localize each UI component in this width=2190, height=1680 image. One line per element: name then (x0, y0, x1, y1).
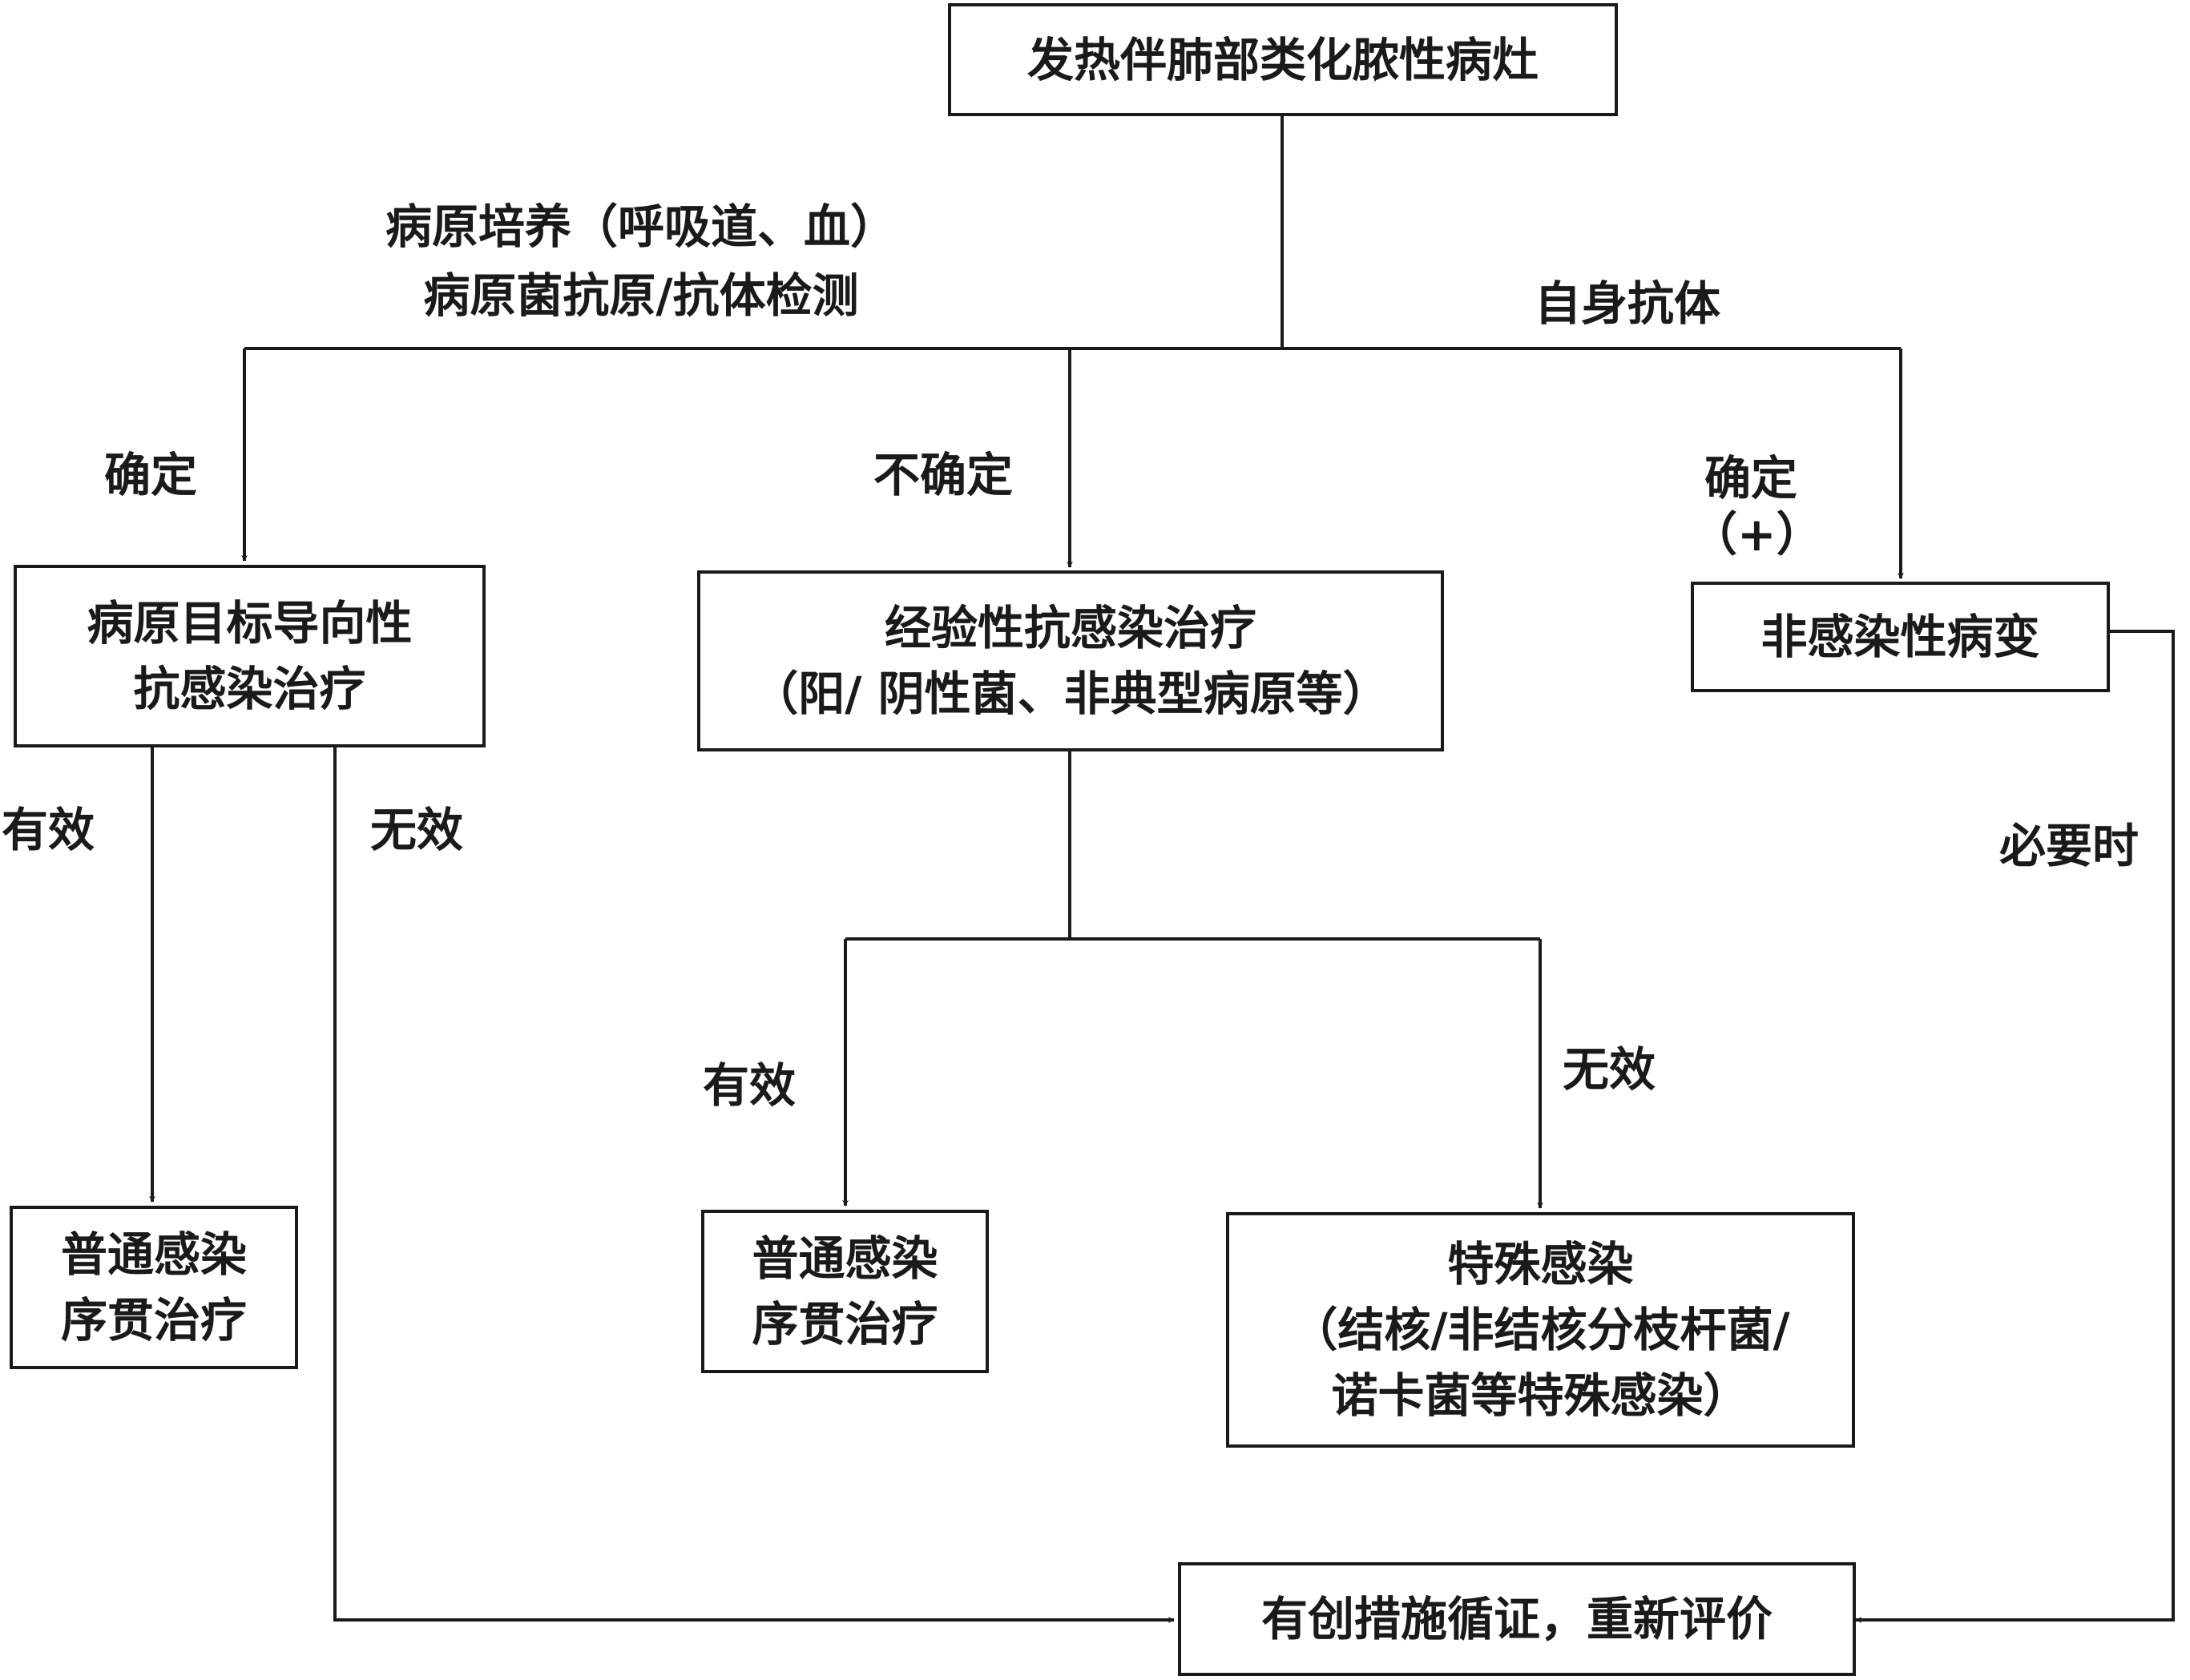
label-confirmed-left: 确定 (104, 441, 197, 510)
node-root: 发热伴肺部类化脓性病灶 (948, 3, 1618, 116)
node-special-line1: 特殊感染 (1447, 1237, 1634, 1291)
label-autoantibody: 自身抗体 (1535, 269, 1720, 338)
edge-targeted-ineffective (333, 747, 1175, 1623)
node-general-mid-line1: 普通感染 (752, 1231, 938, 1286)
label-tests-line2: 病原菌抗原/抗体检测 (423, 268, 859, 323)
node-noninfectious-text: 非感染性病变 (1760, 610, 2040, 664)
node-root-text: 发热伴肺部类化脓性病灶 (1026, 32, 1539, 87)
node-targeted-line1: 病原目标导向性 (87, 596, 413, 651)
label-uncertain: 不确定 (873, 441, 1013, 510)
node-general-left-line2: 序贯治疗 (60, 1293, 247, 1348)
label-when-needed: 必要时 (1999, 812, 2139, 880)
node-general-left-line1: 普通感染 (60, 1227, 247, 1282)
label-effective-mid: 有效 (703, 1051, 796, 1120)
node-special-line2: （结核/非结核分枝杆菌/ (1291, 1303, 1790, 1357)
node-empirical-therapy: 经验性抗感染治疗 （阳/ 阴性菌、非典型病原等） (697, 570, 1444, 751)
label-confirmed-left-text: 确定 (104, 448, 198, 502)
label-confirmed-right-text: 确定 (1704, 451, 1797, 506)
label-confirmed-right-sign: （+） (1691, 507, 1823, 562)
label-tests-line1: 病原培养（呼吸道、血） (385, 199, 897, 254)
label-when-needed-text: 必要时 (1999, 819, 2140, 873)
node-empirical-line2: （阳/ 阴性菌、非典型病原等） (752, 667, 1389, 721)
label-ineffective-left-text: 无效 (370, 803, 464, 857)
label-effective-left: 有效 (2, 796, 95, 864)
edge-noninfectious-when-needed (1855, 630, 2175, 1623)
label-uncertain-text: 不确定 (873, 448, 1014, 502)
node-empirical-line1: 经验性抗感染治疗 (884, 601, 1256, 655)
label-effective-mid-text: 有效 (703, 1058, 797, 1113)
node-targeted-therapy: 病原目标导向性 抗感染治疗 (14, 565, 486, 747)
node-targeted-line2: 抗感染治疗 (133, 662, 366, 716)
node-special-infection: 特殊感染 （结核/非结核分枝杆菌/ 诺卡菌等特殊感染） (1226, 1212, 1855, 1448)
node-noninfectious: 非感染性病变 (1691, 582, 2110, 692)
node-general-mid-line2: 序贯治疗 (752, 1297, 938, 1352)
node-special-line3: 诺卡菌等特殊感染） (1331, 1368, 1750, 1423)
node-invasive-reevaluation: 有创措施循证，重新评价 (1178, 1562, 1856, 1676)
label-tests: 病原培养（呼吸道、血） 病原菌抗原/抗体检测 (345, 192, 938, 330)
label-confirmed-right: 确定 （+） (1691, 450, 1823, 562)
node-general-left: 普通感染 序贯治疗 (10, 1206, 298, 1369)
node-invasive-text: 有创措施循证，重新评价 (1260, 1592, 1773, 1646)
label-ineffective-mid: 无效 (1563, 1035, 1656, 1104)
label-autoantibody-text: 自身抗体 (1535, 276, 1721, 331)
label-effective-left-text: 有效 (2, 803, 95, 857)
node-general-mid: 普通感染 序贯治疗 (701, 1210, 989, 1373)
label-ineffective-mid-text: 无效 (1563, 1042, 1656, 1097)
label-ineffective-left: 无效 (370, 796, 463, 864)
